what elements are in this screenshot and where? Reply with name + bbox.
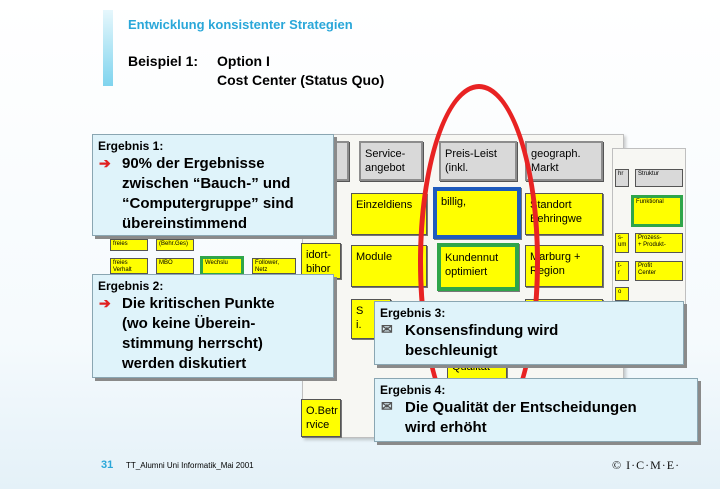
result-3-box: Ergebnis 3: ✉ Konsensfindung wird beschl… [374,301,684,365]
mini-cell-mbo: MBO [156,258,194,274]
result-2-box: Ergebnis 2: ➔ Die kritischen Punkte (wo … [92,274,334,378]
structure-partial-3: t- r [615,261,629,281]
structure-funktional: Funktional [631,195,683,227]
structure-panel: Struktur Funktional Prozess- + Produkt- … [612,148,686,308]
matrix-cell-standort-partial: idort- bihor [301,243,341,279]
result-1-box: Ergebnis 1: ➔ 90% der Ergebnisse zwische… [92,134,334,236]
matrix-cell-billig: billig, [433,187,521,239]
result-4-box: Ergebnis 4: ✉ Die Qualität der Entscheid… [374,378,698,442]
matrix-header-service: Service- angebot [359,141,423,181]
page-number: 31 [101,459,114,471]
structure-profit-center: Profit Center [635,261,683,281]
matrix-cell-kundennutzen: Kundennut optimiert [437,243,519,291]
slide-kicker: Entwicklung konsistenter Strategien [128,17,353,32]
footer-text: TT_Alumni Uni Informatik_Mai 2001 [126,461,254,470]
envelope-icon: ✉ [381,321,393,337]
matrix-header-market: geograph. Markt [525,141,603,181]
envelope-icon: ✉ [381,398,393,414]
matrix-cell-betrieb-partial: O.Betr rvice [301,399,341,437]
right-arrow-icon: ➔ [99,295,111,311]
example-description: Cost Center (Status Quo) [217,72,385,88]
matrix-cell-einzeldienst: Einzeldiens [351,193,427,235]
mini-cell-freies: freies [110,239,148,251]
matrix-cell-marburg: Marburg + Region [525,245,603,287]
matrix-header-partial [333,141,349,181]
matrix-cell-standort: Standort Behringwe [525,193,603,235]
example-label: Beispiel 1: [128,53,199,69]
mini-cell-follower: Follower, Netz [252,258,296,274]
structure-partial-1: hr [615,169,629,187]
result-2-text: Die kritischen Punkte (wo keine Überein-… [122,295,275,372]
result-3-title: Ergebnis 3: [380,306,446,320]
result-2-title: Ergebnis 2: [98,279,164,293]
mini-cell-freies-verhalt: freies Verhalt [110,258,148,274]
matrix-cell-module: Module [351,245,427,287]
example-option: Option I [217,53,270,69]
matrix-header-price: Preis-Leist (inkl. [439,141,517,181]
result-1-title: Ergebnis 1: [98,139,164,153]
structure-header: Struktur [635,169,683,187]
structure-prozess: Prozess- + Produkt- [635,233,683,253]
result-3-text: Konsensfindung wird beschleunigt [405,322,559,359]
structure-partial-4: o [615,287,629,301]
result-1-text: 90% der Ergebnisse zwischen “Bauch-” und… [122,155,294,232]
mini-cell-wechslung: Wechslu [200,256,244,276]
structure-partial-2: s- um [615,233,629,253]
result-4-title: Ergebnis 4: [380,383,446,397]
accent-bar [103,10,113,86]
result-4-text: Die Qualität der Entscheidungen wird erh… [405,399,637,436]
mini-cell-behr: (Behr.Ges) [156,239,194,251]
icme-logo: © I·C·M·E· [612,458,681,472]
right-arrow-icon: ➔ [99,155,111,171]
